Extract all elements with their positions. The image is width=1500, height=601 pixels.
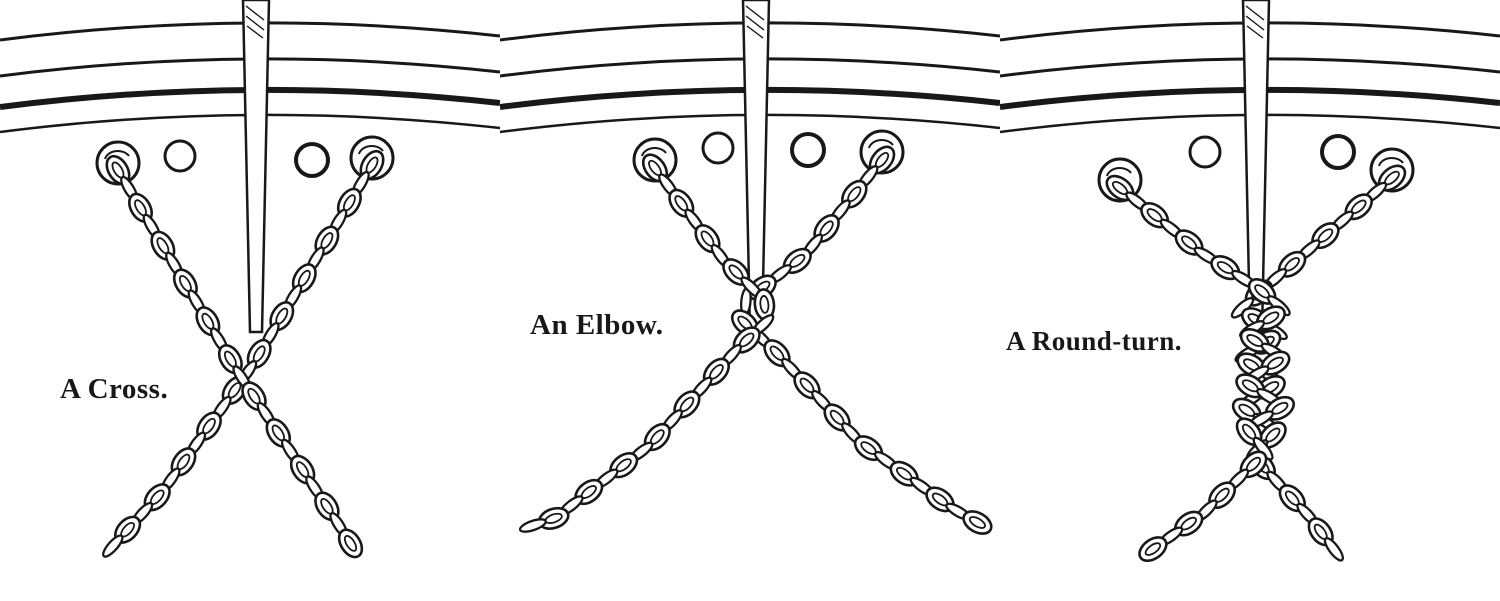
figure-label-cross: A Cross. — [60, 373, 168, 405]
hawse-hole — [163, 139, 197, 173]
cable-from-port-hawse — [1105, 174, 1296, 563]
hawse-hole — [701, 131, 735, 165]
cable-from-port-hawse — [518, 153, 776, 533]
bow-hull — [0, 0, 500, 334]
hawse-hole — [790, 132, 826, 168]
figure-label-elbow: An Elbow. — [530, 309, 663, 341]
cable-from-port-hawse — [105, 154, 364, 559]
cross-drawing: A Cross. — [0, 0, 500, 559]
figure-cross: A Cross. — [0, 0, 500, 601]
hawse-hole — [1320, 134, 1356, 170]
figure-elbow: An Elbow. — [500, 0, 1000, 601]
stem-post — [241, 0, 271, 334]
hawse-hole — [1188, 135, 1222, 169]
cable-from-starboard-hawse — [102, 149, 385, 558]
cable-from-starboard-hawse — [730, 145, 993, 535]
figure-label-round-turn: A Round-turn. — [1006, 326, 1182, 356]
round-turn-drawing: A Round-turn. — [1000, 0, 1500, 563]
hawse-hole — [294, 142, 330, 178]
elbow-drawing: An Elbow. — [500, 0, 1000, 535]
figure-round-turn: A Round-turn. — [1000, 0, 1500, 601]
